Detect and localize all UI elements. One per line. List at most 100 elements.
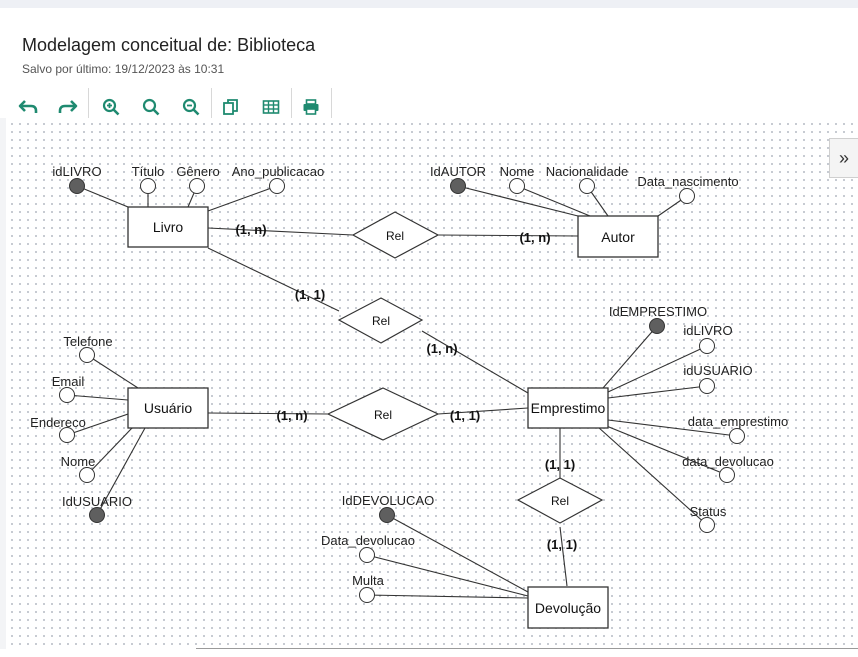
- cardinality-label: (1, n): [276, 408, 307, 423]
- redo-icon: [58, 99, 78, 113]
- key-attribute-marker[interactable]: [450, 178, 466, 194]
- attribute-label: IdUSUARIO: [62, 494, 132, 509]
- attribute-label: Telefone: [63, 334, 112, 349]
- attribute-label: idLIVRO: [52, 164, 101, 179]
- cardinality-label: (1, 1): [450, 408, 480, 423]
- key-attribute-marker[interactable]: [89, 507, 105, 523]
- attribute-marker[interactable]: [359, 587, 375, 603]
- copy-button[interactable]: [211, 88, 251, 125]
- attribute-label: data_emprestimo: [688, 414, 788, 429]
- relationship-usuario-emprestimo[interactable]: Rel: [326, 387, 440, 441]
- attribute-marker[interactable]: [359, 547, 375, 563]
- attributes-livro: idLIVRO Título Gênero Ano_publicacao: [52, 164, 324, 194]
- attribute-marker[interactable]: [79, 467, 95, 483]
- relationship-livro-emprestimo[interactable]: Rel: [337, 297, 424, 344]
- copy-icon: [223, 98, 238, 115]
- entity-devolucao[interactable]: Devolução: [527, 586, 609, 629]
- attribute-label: IdAUTOR: [430, 164, 486, 179]
- side-panel-toggle[interactable]: »: [829, 138, 858, 178]
- attribute-label: Email: [52, 374, 85, 389]
- page-header: Modelagem conceitual de: Biblioteca Salv…: [0, 8, 858, 89]
- attribute-label: Nome: [61, 454, 96, 469]
- attribute-label: Status: [690, 504, 727, 519]
- zoom-group: [91, 88, 212, 125]
- relationship-livro-autor[interactable]: Rel: [351, 211, 440, 259]
- attributes-devolucao: IdDEVOLUCAO Data_devolucao Multa: [321, 493, 434, 603]
- bottom-divider: [196, 648, 858, 649]
- history-group: [8, 88, 89, 125]
- key-attribute-marker[interactable]: [379, 507, 395, 523]
- zoom-in-button[interactable]: [91, 88, 131, 125]
- redo-button[interactable]: [48, 88, 88, 125]
- entity-livro[interactable]: Livro: [127, 206, 209, 248]
- attribute-label: Título: [132, 164, 165, 179]
- attribute-label: idLIVRO: [683, 323, 732, 338]
- attribute-marker[interactable]: [269, 178, 285, 194]
- attribute-marker[interactable]: [719, 467, 735, 483]
- attribute-marker[interactable]: [189, 178, 205, 194]
- relationship-emprestimo-devolucao[interactable]: Rel: [516, 477, 604, 524]
- attribute-label: Endereco: [30, 415, 86, 430]
- cardinality-labels: (1, n) (1, n) (1, 1) (1, n) (1, n) (1, 1…: [235, 222, 577, 552]
- attribute-label: Ano_publicacao: [232, 164, 325, 179]
- attribute-marker[interactable]: [59, 387, 75, 403]
- attribute-marker[interactable]: [699, 378, 715, 394]
- table-button[interactable]: [251, 88, 291, 125]
- entity-label: Livro: [153, 219, 184, 235]
- attribute-marker[interactable]: [699, 338, 715, 354]
- er-diagram: Livro Autor Usuário Emprestimo Devolução…: [30, 164, 788, 629]
- table-icon: [262, 99, 280, 114]
- edit-group: [211, 88, 292, 125]
- attribute-label: idUSUARIO: [683, 363, 752, 378]
- zoom-out-icon: [182, 98, 200, 115]
- attribute-label: Nome: [500, 164, 535, 179]
- attribute-label: Gênero: [176, 164, 219, 179]
- entity-label: Usuário: [144, 400, 192, 416]
- connector-lines: [66, 185, 738, 599]
- attribute-label: Data_nascimento: [637, 174, 738, 189]
- zoom-reset-button[interactable]: [131, 88, 171, 125]
- entity-usuario[interactable]: Usuário: [127, 387, 209, 429]
- key-attribute-marker[interactable]: [649, 318, 665, 334]
- attributes-usuario: Telefone Email Endereco Nome IdUSUARIO: [30, 334, 132, 523]
- page-title: Modelagem conceitual de: Biblioteca: [22, 35, 316, 55]
- attribute-label: IdEMPRESTIMO: [609, 304, 707, 319]
- cardinality-label: (1, n): [426, 341, 457, 356]
- attribute-label: Multa: [352, 573, 385, 588]
- print-group: [291, 88, 332, 125]
- top-strip: [0, 0, 858, 8]
- attribute-label: data_devolucao: [682, 454, 774, 469]
- entity-label: Devolução: [535, 600, 601, 616]
- attribute-label: Data_devolucao: [321, 533, 415, 548]
- double-chevron-right-icon: »: [838, 147, 849, 168]
- print-icon: [303, 98, 319, 115]
- attribute-marker[interactable]: [679, 188, 695, 204]
- cardinality-label: (1, n): [235, 222, 266, 237]
- attribute-marker[interactable]: [509, 178, 525, 194]
- attributes-autor: IdAUTOR Nome Nacionalidade Data_nascimen…: [430, 164, 739, 204]
- relationship-label: Rel: [551, 494, 569, 508]
- attribute-marker[interactable]: [729, 428, 745, 444]
- attribute-marker[interactable]: [140, 178, 156, 194]
- entity-emprestimo[interactable]: Emprestimo: [527, 387, 609, 429]
- zoom-reset-icon: [142, 98, 160, 115]
- attribute-label: IdDEVOLUCAO: [342, 493, 434, 508]
- attribute-marker[interactable]: [79, 347, 95, 363]
- print-button[interactable]: [291, 88, 331, 125]
- key-attribute-marker[interactable]: [69, 178, 85, 194]
- attributes-emprestimo: IdEMPRESTIMO idLIVRO idUSUARIO data_empr…: [609, 304, 788, 533]
- attribute-marker[interactable]: [59, 427, 75, 443]
- cardinality-label: (1, 1): [547, 537, 577, 552]
- zoom-in-icon: [102, 98, 120, 115]
- undo-icon: [18, 99, 38, 113]
- relationship-label: Rel: [372, 314, 390, 328]
- diagram-canvas[interactable]: Livro Autor Usuário Emprestimo Devolução…: [6, 118, 858, 649]
- attribute-marker[interactable]: [699, 517, 715, 533]
- cardinality-label: (1, n): [519, 230, 550, 245]
- entity-autor[interactable]: Autor: [577, 215, 659, 258]
- attribute-label: Nacionalidade: [546, 164, 628, 179]
- relationship-label: Rel: [374, 408, 392, 422]
- undo-button[interactable]: [8, 88, 48, 125]
- attribute-marker[interactable]: [579, 178, 595, 194]
- zoom-out-button[interactable]: [171, 88, 211, 125]
